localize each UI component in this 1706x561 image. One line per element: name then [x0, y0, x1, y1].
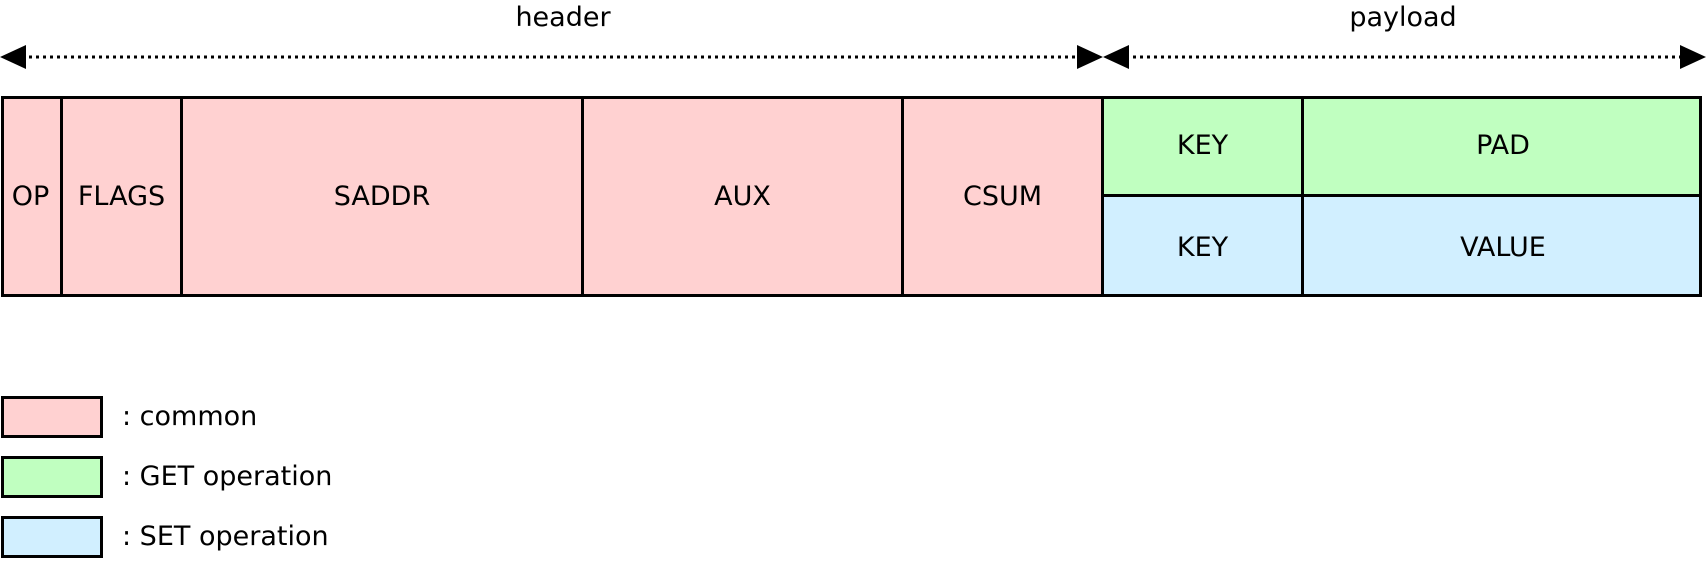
field-set-value-label: VALUE: [1460, 231, 1546, 263]
header-section-label: header: [515, 2, 611, 33]
field-csum-label: CSUM: [962, 181, 1043, 212]
field-saddr-label: SADDR: [333, 181, 431, 212]
field-flags-label: FLAGS: [77, 181, 166, 212]
field-aux-label: AUX: [714, 181, 771, 212]
field-flags: FLAGS: [63, 96, 183, 297]
field-get-pad: PAD: [1304, 96, 1702, 197]
legend-label-get: : GET operation: [122, 461, 333, 492]
field-set-key: KEY: [1104, 197, 1304, 297]
field-saddr: SADDR: [183, 96, 584, 297]
header-span-arrow: [0, 45, 1103, 69]
field-set-value: VALUE: [1304, 197, 1702, 297]
legend-swatch-get: [1, 456, 103, 498]
field-csum: CSUM: [904, 96, 1104, 297]
field-op: OP: [1, 96, 63, 297]
legend-label-set: : SET operation: [122, 521, 329, 552]
legend-swatch-set: [1, 516, 103, 558]
payload-section-label: payload: [1349, 2, 1457, 33]
field-set-key-label: KEY: [1176, 231, 1229, 263]
section-span-arrows: [0, 45, 1706, 69]
field-get-pad-label: PAD: [1476, 129, 1530, 161]
field-aux: AUX: [584, 96, 904, 297]
payload-span-arrow: [1103, 45, 1706, 69]
packet-frame: [1, 96, 1702, 297]
field-op-label: OP: [11, 181, 50, 212]
legend-label-common: : common: [122, 401, 258, 432]
field-get-key-label: KEY: [1176, 129, 1229, 161]
legend-swatch-common: [1, 396, 103, 438]
field-get-key: KEY: [1104, 96, 1304, 197]
